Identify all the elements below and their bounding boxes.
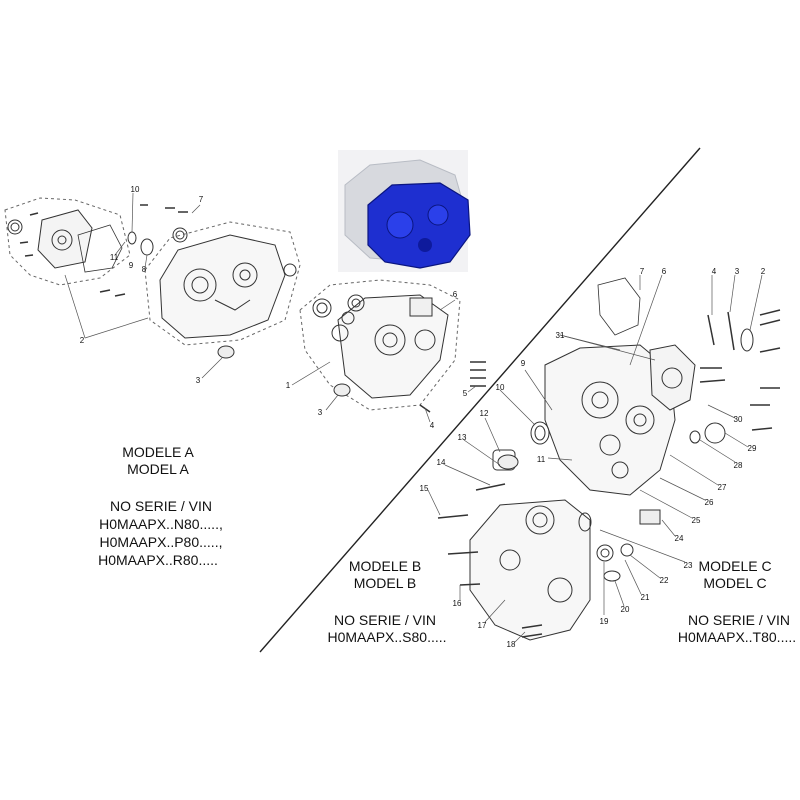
- callout-3: 3: [196, 376, 201, 385]
- callout-bc-20: 20: [621, 605, 630, 614]
- model-a-title-fr: MODELE A: [122, 444, 194, 460]
- model-c-vin: H0MAAPX..T80.....: [677, 629, 797, 645]
- highlight-thumbnail: [338, 150, 471, 272]
- model-a-vin-1: H0MAAPX..N80.....,: [99, 516, 223, 532]
- model-b-serial-label: NO SERIE / VIN: [334, 612, 436, 628]
- callout-bc-19: 19: [600, 617, 609, 626]
- callout-bc-11: 11: [537, 455, 546, 464]
- callout-bc-17: 17: [478, 621, 487, 630]
- callout-4: 4: [430, 421, 435, 430]
- callout-bc-22: 22: [660, 576, 669, 585]
- callout-bc-31: 31: [556, 331, 565, 340]
- callout-bc-29: 29: [748, 444, 757, 453]
- callout-bc-10: 10: [496, 383, 505, 392]
- callout-bc-28: 28: [734, 461, 743, 470]
- callout-8: 8: [142, 265, 147, 274]
- callout-bc-15: 15: [420, 484, 429, 493]
- callout-bc-14: 14: [437, 458, 446, 467]
- section-divider-line: [259, 147, 701, 653]
- model-c-title-en: MODEL C: [703, 575, 767, 591]
- callout-bc-24: 24: [675, 534, 684, 543]
- callout-bc-23: 23: [684, 561, 693, 570]
- model-c-serial-label: NO SERIE / VIN: [688, 612, 790, 628]
- model-c-title-fr: MODELE C: [698, 558, 772, 574]
- callout-5: 5: [463, 389, 468, 398]
- callout-7: 7: [199, 195, 204, 204]
- callout-10: 10: [131, 185, 140, 194]
- model-a-serial-label: NO SERIE / VIN: [110, 498, 212, 514]
- callout-bc-6: 6: [662, 267, 667, 276]
- callout-6: 6: [453, 290, 458, 299]
- callout-bc-18: 18: [507, 640, 516, 649]
- highlighted-crankcase-shape: [367, 182, 471, 269]
- callout-bc-27: 27: [718, 483, 727, 492]
- model-bc-callouts: 7 6 4 3 2 31 9 10 12 13 14 11 15 16 17 1…: [420, 267, 766, 649]
- model-a-title-en: MODEL A: [127, 461, 189, 477]
- callout-3b: 3: [318, 408, 323, 417]
- model-b-title-en: MODEL B: [353, 575, 417, 591]
- callout-2: 2: [80, 336, 85, 345]
- callout-11: 11: [110, 253, 119, 262]
- callout-bc-16: 16: [453, 599, 462, 608]
- callout-bc-3: 3: [735, 267, 740, 276]
- model-b-vin: H0MAAPX..S80.....: [327, 629, 447, 645]
- callout-bc-25: 25: [692, 516, 701, 525]
- model-a-vin-2: H0MAAPX..P80.....,: [99, 534, 223, 550]
- callout-1: 1: [286, 381, 291, 390]
- callout-bc-4: 4: [712, 267, 717, 276]
- callout-bc-26: 26: [705, 498, 714, 507]
- callout-bc-9: 9: [521, 359, 526, 368]
- callout-bc-12: 12: [480, 409, 489, 418]
- model-b-title-fr: MODELE B: [348, 558, 422, 574]
- callout-bc-30: 30: [734, 415, 743, 424]
- callout-bc-2: 2: [761, 267, 766, 276]
- callout-bc-13: 13: [458, 433, 467, 442]
- model-a-callouts: 1 2 3 3 4 5 6 7 8 9 10 11: [80, 185, 468, 430]
- callout-bc-21: 21: [641, 593, 650, 602]
- model-a-vin-3: H0MAAPX..R80.....: [98, 552, 218, 568]
- model-bc-parts: [427, 274, 781, 643]
- callout-bc-7: 7: [640, 267, 645, 276]
- model-a-parts: [4, 192, 486, 423]
- callout-9: 9: [129, 261, 134, 270]
